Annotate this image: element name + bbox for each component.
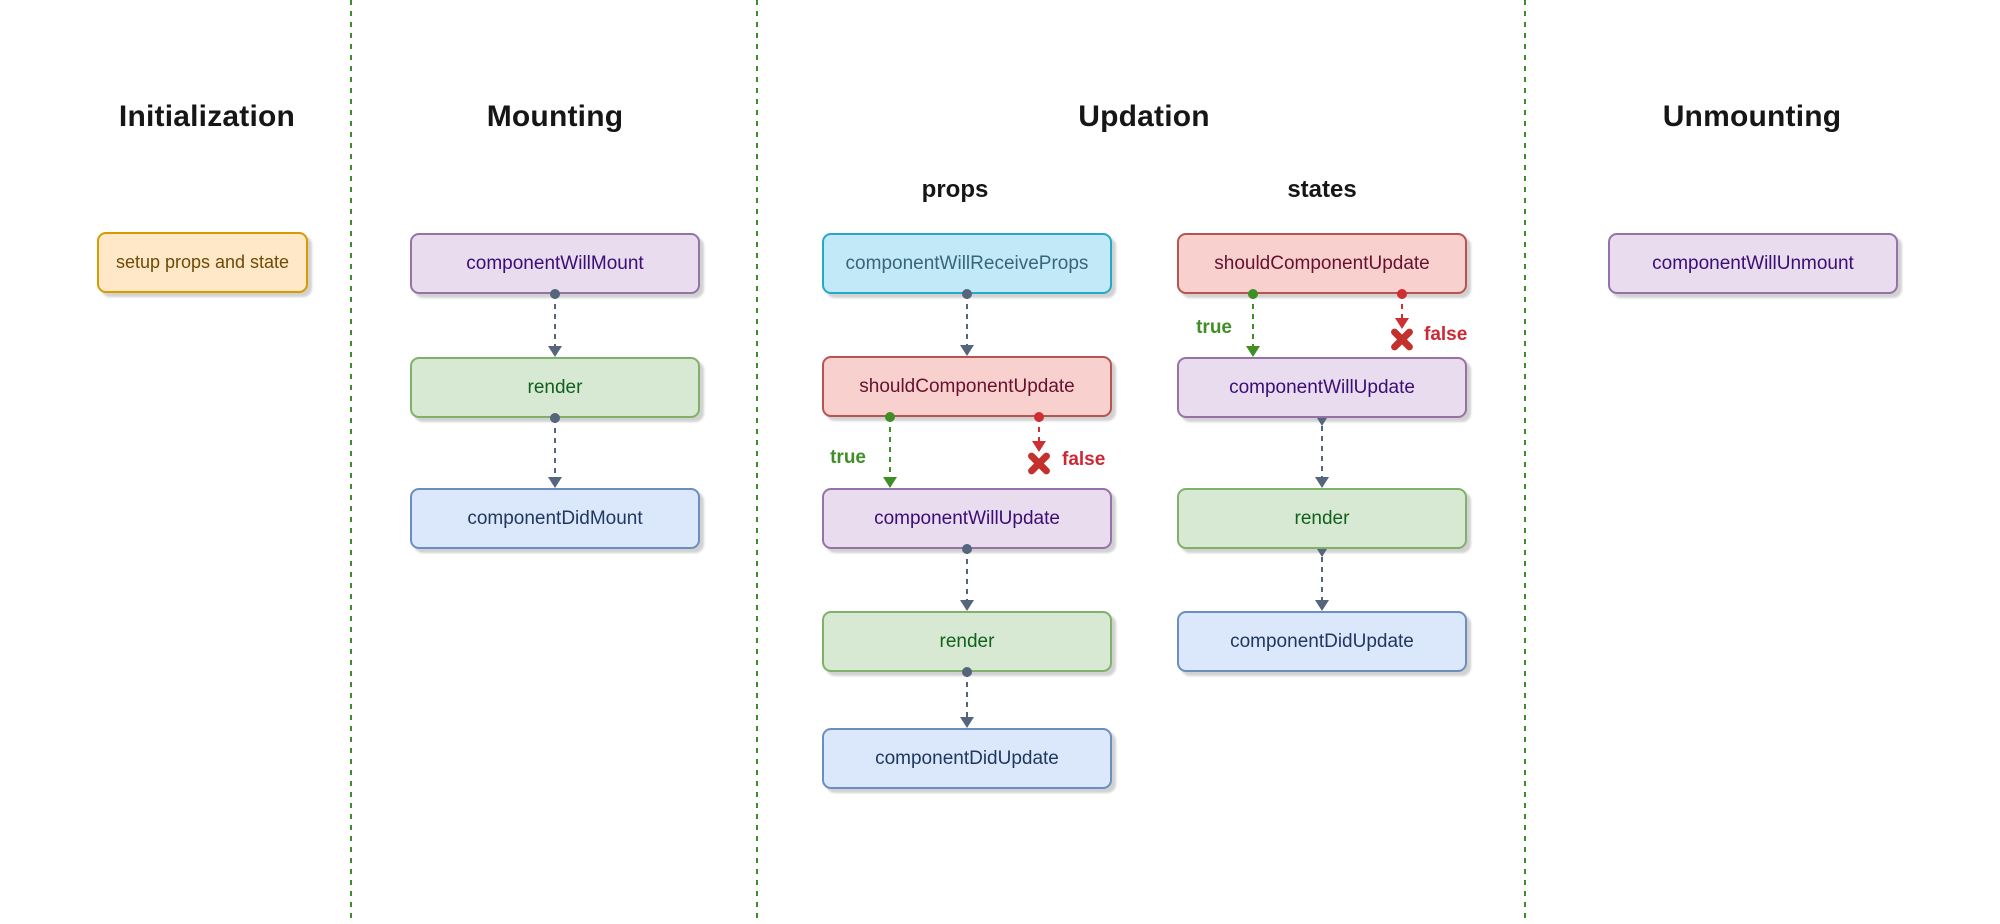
arrowhead-down-icon [1315,600,1329,611]
node-component-will-receive-props: componentWillReceiveProps [822,233,1112,294]
arrowhead-down-icon [1246,346,1260,357]
node-setup-props-and-state: setup props and state [97,232,308,293]
section-title-mounting: Mounting [486,100,624,133]
arrowhead-down-icon [548,477,562,488]
arrowhead-down-icon [548,346,562,357]
edge-dashed-line [966,294,968,345]
edge-dashed-line [966,549,968,600]
arrowhead-down-icon [1032,441,1046,452]
edge-dashed-line [554,418,556,477]
node-render-mounting: render [410,357,700,418]
column-header-states: states [1287,176,1357,203]
arrowhead-down-icon [1395,318,1409,329]
edge-dashed-line [1321,426,1323,477]
edge-start-triangle-icon [1317,549,1327,557]
edge-dashed-line [1321,557,1323,600]
section-divider [1524,0,1526,924]
edge-dashed-line [554,294,556,346]
edge-start-triangle-icon [1317,418,1327,426]
edge-dashed-line-true [1252,294,1254,346]
node-component-will-update-props: componentWillUpdate [822,488,1112,549]
arrowhead-down-icon [960,717,974,728]
node-should-component-update-props: shouldComponentUpdate [822,356,1112,417]
node-should-component-update-states: shouldComponentUpdate [1177,233,1467,294]
arrowhead-down-icon [1315,477,1329,488]
column-header-props: props [921,176,989,203]
node-component-did-update-states: componentDidUpdate [1177,611,1467,672]
arrowhead-down-icon [883,477,897,488]
edge-dashed-line-false [1038,417,1040,441]
node-component-did-update-props: componentDidUpdate [822,728,1112,789]
edge-dashed-line [966,672,968,717]
arrowhead-down-icon [960,600,974,611]
section-title-initialization: Initialization [118,100,296,133]
node-render-props: render [822,611,1112,672]
section-divider [756,0,758,924]
node-component-will-update-states: componentWillUpdate [1177,357,1467,418]
edge-dashed-line-true [889,417,891,477]
node-component-will-unmount: componentWillUnmount [1608,233,1898,294]
edge-label-false: false [1062,449,1106,470]
arrowhead-down-icon [960,345,974,356]
section-title-unmounting: Unmounting [1662,100,1842,133]
node-component-will-mount: componentWillMount [410,233,700,294]
edge-dashed-line-false [1401,294,1403,318]
false-x-icon [1388,325,1416,353]
edge-label-true: true [1196,317,1232,338]
edge-label-true: true [830,447,866,468]
edge-label-false: false [1424,324,1468,345]
node-component-did-mount: componentDidMount [410,488,700,549]
section-divider [350,0,352,924]
node-render-states: render [1177,488,1467,549]
section-title-updation: Updation [1078,100,1210,133]
false-x-icon [1025,449,1053,477]
